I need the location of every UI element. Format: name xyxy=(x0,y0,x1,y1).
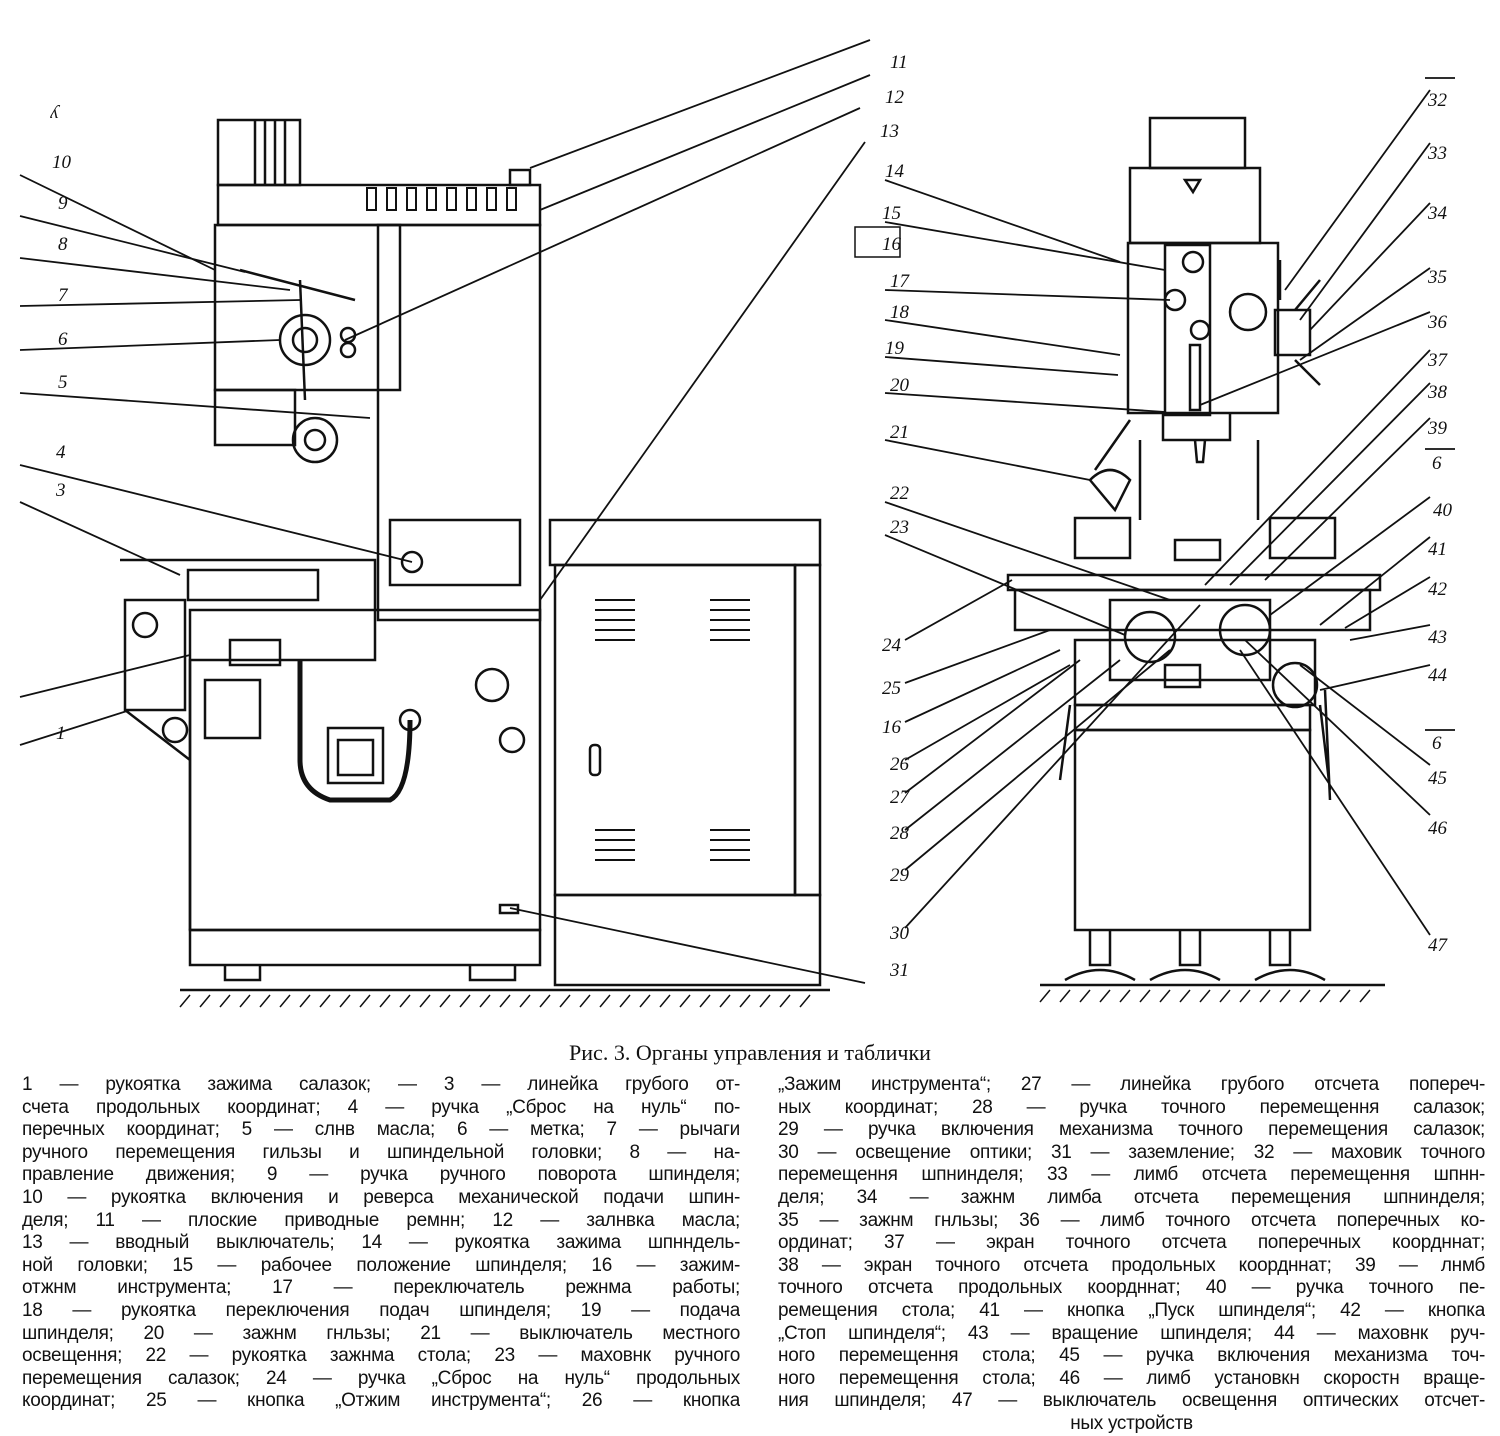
legend-line: координат; 25 — кнопка „Отжим инструмент… xyxy=(22,1390,740,1412)
callout-label: 29 xyxy=(890,865,910,886)
callout-label: 28 xyxy=(890,823,910,844)
legend-line: ручного перемещения гильзы и шпиндельной… xyxy=(22,1141,740,1163)
callout-label: 43 xyxy=(1428,627,1447,648)
callout-label: 5 xyxy=(58,372,68,393)
callout-label: 19 xyxy=(885,338,905,359)
callout-label: 32 xyxy=(1427,90,1448,111)
legend-line: ной головки; 15 — рабочее положение шпин… xyxy=(22,1254,740,1276)
front-view: 14 15 16 17 18 19 20 21 22 23 24 25 16 2… xyxy=(854,77,1455,1003)
callout-label: 15 xyxy=(882,203,901,224)
callout-label: 22 xyxy=(890,483,910,504)
legend-line: ного перемещення стола; 45 — ручка включ… xyxy=(778,1345,1485,1367)
callout-label: 35 xyxy=(1427,267,1447,288)
callout-label: 16 xyxy=(882,234,902,255)
legend-line: 30 — освещение оптики; 31 — заземление; … xyxy=(778,1141,1485,1163)
legend-line: „Стоп шпинделя“; 43 — вращение шпинделя;… xyxy=(778,1322,1485,1344)
callout-label: 42 xyxy=(1428,579,1448,600)
callout-label: 40 xyxy=(1433,500,1453,521)
callout-label: 9 xyxy=(58,193,68,214)
callout-label: 4 xyxy=(56,442,66,463)
legend-line: 29 — ручка включения механизма точного п… xyxy=(778,1119,1485,1141)
callout-label: 13 xyxy=(880,121,899,142)
callout-label: 3 xyxy=(55,480,66,501)
callout-label: 45 xyxy=(1428,768,1447,789)
callout-label: 20 xyxy=(890,375,910,396)
callout-label: 46 xyxy=(1428,818,1448,839)
callout-label: 39 xyxy=(1427,418,1448,439)
legend-line: перечных координат; 5 — слнв масла; 6 — … xyxy=(22,1119,740,1141)
legend-right-column: „Зажим инструмента“; 27 — линейка грубог… xyxy=(778,1074,1485,1436)
callout-label: 31 xyxy=(889,960,909,981)
legend-line: перемещення шпнинделя; 33 — лимб отсчета… xyxy=(778,1164,1485,1186)
side-view: ʎ 11 12 13 10 9 8 7 6 5 4 3 1 31 xyxy=(19,39,909,1008)
callout-label: 38 xyxy=(1427,382,1448,403)
legend-line: деля; 34 — зажнм лимба отсчета перемещен… xyxy=(778,1186,1485,1208)
legend-line: деля; 11 — плоские приводные ремнн; 12 —… xyxy=(22,1209,740,1231)
legend-line: ного перемещення стола; 46 — лимб устано… xyxy=(778,1367,1485,1389)
legend-line: ных координат; 28 — ручка точного переме… xyxy=(778,1096,1485,1118)
callout-label: 23 xyxy=(890,517,909,538)
legend-line: ординат; 37 — экран точного отсчета попе… xyxy=(778,1232,1485,1254)
callout-label: 44 xyxy=(1428,665,1448,686)
legend-line: 10 — рукоятка включения и реверса механи… xyxy=(22,1186,740,1208)
callout-label: 12 xyxy=(885,87,905,108)
legend-line: освещення; 22 — рукоятка зажнма стола; 2… xyxy=(22,1345,740,1367)
callout-label: 41 xyxy=(1428,539,1447,560)
callout-label: 18 xyxy=(890,302,910,323)
callout-label: 7 xyxy=(58,285,69,306)
callout-label: 24 xyxy=(882,635,902,656)
callout-label: 10 xyxy=(52,152,72,173)
legend-line: правление движения; 9 — ручка ручного по… xyxy=(22,1164,740,1186)
machine-drawing: ʎ 11 12 13 10 9 8 7 6 5 4 3 1 31 xyxy=(19,39,1455,1008)
callout-label: 6 xyxy=(1432,733,1442,754)
legend-line: точного отсчета продольных коордннат; 40… xyxy=(778,1277,1485,1299)
callout-label: 37 xyxy=(1427,350,1449,371)
legend-line: 13 — вводный выключатель; 14 — рукоятка … xyxy=(22,1232,740,1254)
callout-label: 14 xyxy=(885,161,905,182)
legend-line: 18 — рукоятка переключения подач шпиндел… xyxy=(22,1299,740,1321)
callout-label: 34 xyxy=(1427,203,1448,224)
callout-label: 30 xyxy=(889,923,910,944)
legend-line: перемещения салазок; 24 — ручка „Сброс н… xyxy=(22,1367,740,1389)
callout-label: 11 xyxy=(890,52,908,73)
legend-line: отжнм инструмента; 17 — переключатель ре… xyxy=(22,1277,740,1299)
callout-label: 16 xyxy=(882,717,902,738)
figure-caption: Рис. 3. Органы управления и таблички xyxy=(569,1040,931,1065)
callout-label: 17 xyxy=(890,271,911,292)
legend-line: 1 — рукоятка зажима салазок; — 3 — линей… xyxy=(22,1074,740,1095)
callout-label: 8 xyxy=(58,234,68,255)
legend-line: „Зажим инструмента“; 27 — линейка грубог… xyxy=(778,1074,1485,1095)
legend-left-column: 1 — рукоятка зажима салазок; — 3 — линей… xyxy=(22,1074,740,1413)
corner-mark: ʎ xyxy=(50,102,61,123)
callout-label: 27 xyxy=(890,787,911,808)
callout-label: 25 xyxy=(882,678,901,699)
legend-line: 35 — зажнм гнльзы; 36 — лимб точного отс… xyxy=(778,1209,1485,1231)
callout-label: 36 xyxy=(1427,312,1448,333)
legend-line: счета продольных координат; 4 — ручка „С… xyxy=(22,1096,740,1118)
legend-line: ных устройств xyxy=(1070,1412,1193,1434)
callout-label: 33 xyxy=(1427,143,1447,164)
callout-label: 47 xyxy=(1428,935,1449,956)
callout-label: 6 xyxy=(1432,453,1442,474)
callout-label: 1 xyxy=(56,723,66,744)
legend-line: ремещения стола; 41 — кнопка „Пуск шпинд… xyxy=(778,1299,1485,1321)
callout-label: 26 xyxy=(890,754,910,775)
legend-line: ния шпинделя; 47 — выключатель освещення… xyxy=(778,1390,1485,1412)
legend-line: 38 — экран точного отсчета продольных ко… xyxy=(778,1254,1485,1276)
callout-label: 6 xyxy=(58,329,68,350)
callout-label: 21 xyxy=(890,422,909,443)
legend-line: шпинделя; 20 — зажнм гнльзы; 21 — выключ… xyxy=(22,1322,740,1344)
